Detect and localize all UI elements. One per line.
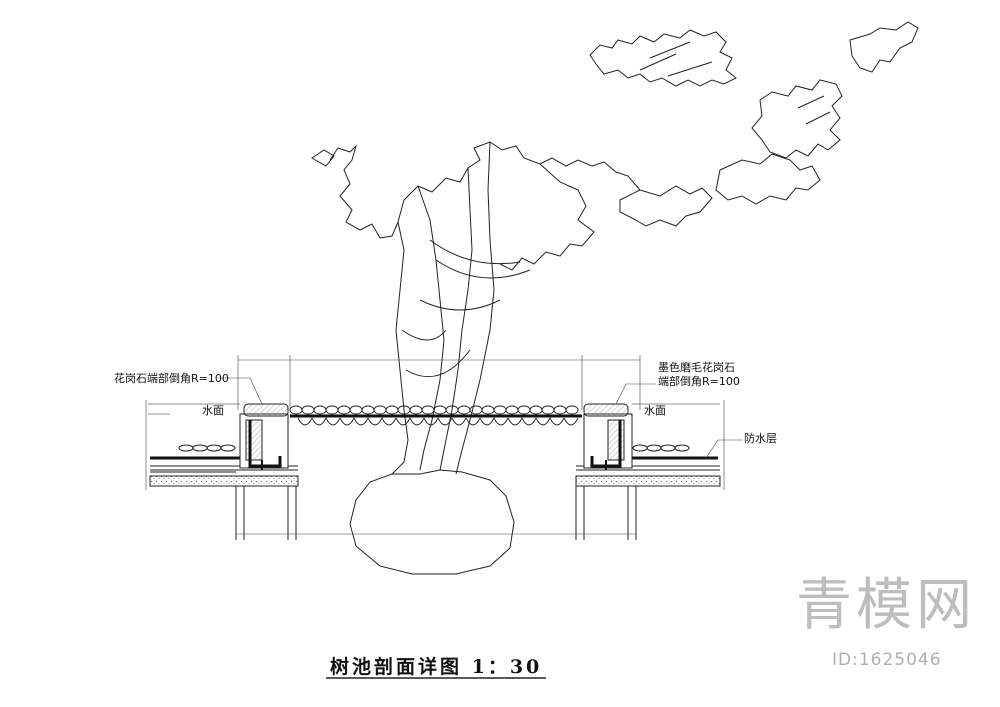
pebble <box>349 405 363 415</box>
pebble <box>289 405 303 415</box>
watermark-logo: 青模网 <box>796 573 976 638</box>
grate-arch <box>549 417 565 426</box>
left-planter-section <box>148 403 299 540</box>
grate-arch <box>507 417 523 426</box>
foliage-outline <box>589 21 919 227</box>
grate-arch <box>297 417 313 426</box>
grate-arch <box>381 417 397 426</box>
pebble <box>337 405 351 415</box>
grate-arch <box>437 417 453 426</box>
pebble <box>517 405 531 415</box>
grate-arch <box>563 417 579 426</box>
grate-arch <box>479 417 495 426</box>
dimension-lines <box>145 355 742 535</box>
grate-arch <box>339 417 355 426</box>
pebble <box>313 405 327 415</box>
granite-left-label: 花岗石端部倒角R=100 <box>114 372 229 385</box>
watermark-id: ID:1625046 <box>832 650 942 670</box>
pebble <box>433 405 447 415</box>
pebble <box>373 405 387 415</box>
grate-arch <box>367 417 383 426</box>
pebble <box>469 405 483 415</box>
pebble <box>505 405 519 415</box>
waterproof-layer-label: 防水层 <box>744 432 777 445</box>
grate-arch <box>493 417 509 426</box>
grate-arch <box>465 417 481 426</box>
pebble <box>541 405 555 415</box>
pebble <box>409 405 423 415</box>
pebble <box>385 405 399 415</box>
pebble <box>361 405 375 415</box>
pebble <box>553 405 567 415</box>
pebble <box>457 405 471 415</box>
granite-right-label-line1: 墨色磨毛花岗石 <box>658 361 735 374</box>
pebble <box>421 405 435 415</box>
pebble <box>565 405 579 415</box>
grate-arch <box>325 417 341 426</box>
grate-arch <box>353 417 369 426</box>
grate-arch <box>395 417 411 426</box>
pebble <box>529 405 543 415</box>
grate-arch <box>311 417 327 426</box>
tree-grate-pebbles <box>289 405 582 426</box>
grate-arch <box>521 417 537 426</box>
water-surface-right-label: 水面 <box>644 404 666 417</box>
grate-arch <box>535 417 551 426</box>
grate-arch <box>423 417 439 426</box>
drawing-title: 树池剖面详图 1：30 <box>330 656 543 678</box>
pebble <box>493 405 507 415</box>
pebble <box>301 405 315 415</box>
tree-outline <box>311 141 641 575</box>
grate-arch <box>409 417 425 426</box>
right-planter-section <box>575 403 721 540</box>
granite-right-label-line2: 端部倒角R=100 <box>658 375 740 388</box>
pebble <box>481 405 495 415</box>
pebble <box>325 405 339 415</box>
water-surface-left-label: 水面 <box>202 404 224 417</box>
grate-arch <box>451 417 467 426</box>
